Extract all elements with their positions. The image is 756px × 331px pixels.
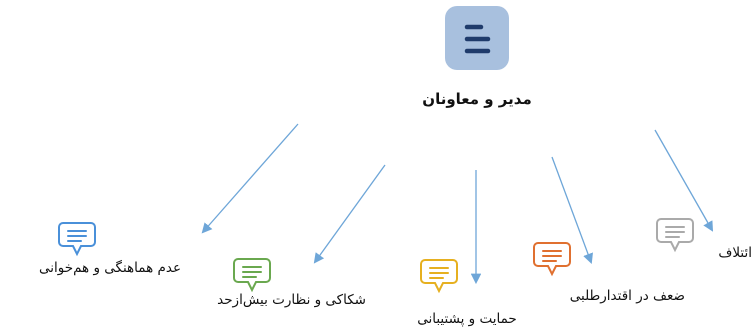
- node-label: حمایت و پشتیبانی: [417, 311, 517, 327]
- node-label: عدم هماهنگی و هم‌خوانی: [38, 260, 181, 276]
- comment-icon[interactable]: [419, 258, 459, 294]
- connector-arrow-5: [654, 129, 714, 232]
- node-label: ضعف در اقتدارطلبی: [569, 288, 685, 304]
- root-list-icon[interactable]: [445, 6, 509, 70]
- node-label: شکاکی و نظارت بیش‌ازحد: [217, 292, 366, 308]
- comment-icon[interactable]: [57, 221, 97, 257]
- comment-icon[interactable]: [655, 217, 695, 253]
- node-label: ائتلاف: [718, 245, 752, 261]
- root-label: مدیر و معاونان: [422, 90, 532, 108]
- comment-icon[interactable]: [232, 257, 272, 293]
- comment-icon[interactable]: [532, 241, 572, 277]
- connector-arrow-4: [551, 156, 593, 264]
- connector-arrow-2: [313, 164, 386, 264]
- connector-arrow-1: [201, 123, 299, 234]
